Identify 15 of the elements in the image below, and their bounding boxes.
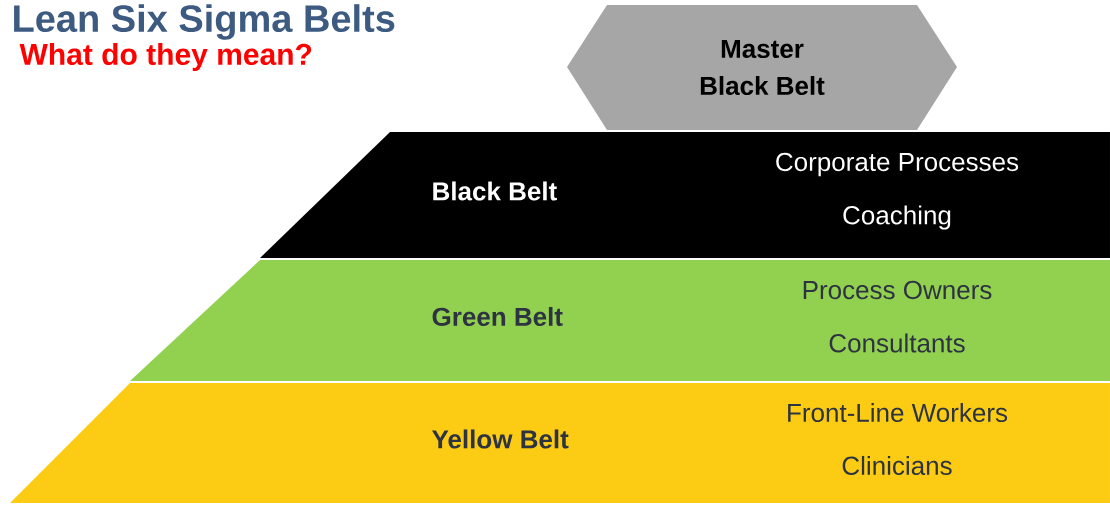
role-text: Process Owners: [803, 280, 992, 300]
belt-name: Black Belt: [433, 181, 557, 201]
role-text: Consultants: [829, 333, 965, 353]
belt-name: Yellow Belt: [432, 429, 569, 449]
belt-band: [130, 260, 1110, 381]
hexagon: Master Black Belt: [567, 5, 957, 130]
role-text: Clinicians: [842, 455, 952, 476]
role-text: Corporate Processes: [776, 152, 1019, 177]
belt-band: [260, 132, 1110, 258]
title: Lean Six Sigma Belts: [14, 4, 395, 40]
role-text: Coaching: [843, 205, 951, 230]
subtitle: What do they mean?: [19, 43, 312, 71]
belt-name: Green Belt: [432, 306, 563, 327]
role-text: Front-Line Workers: [788, 402, 1008, 423]
belt-band: [10, 383, 1110, 503]
